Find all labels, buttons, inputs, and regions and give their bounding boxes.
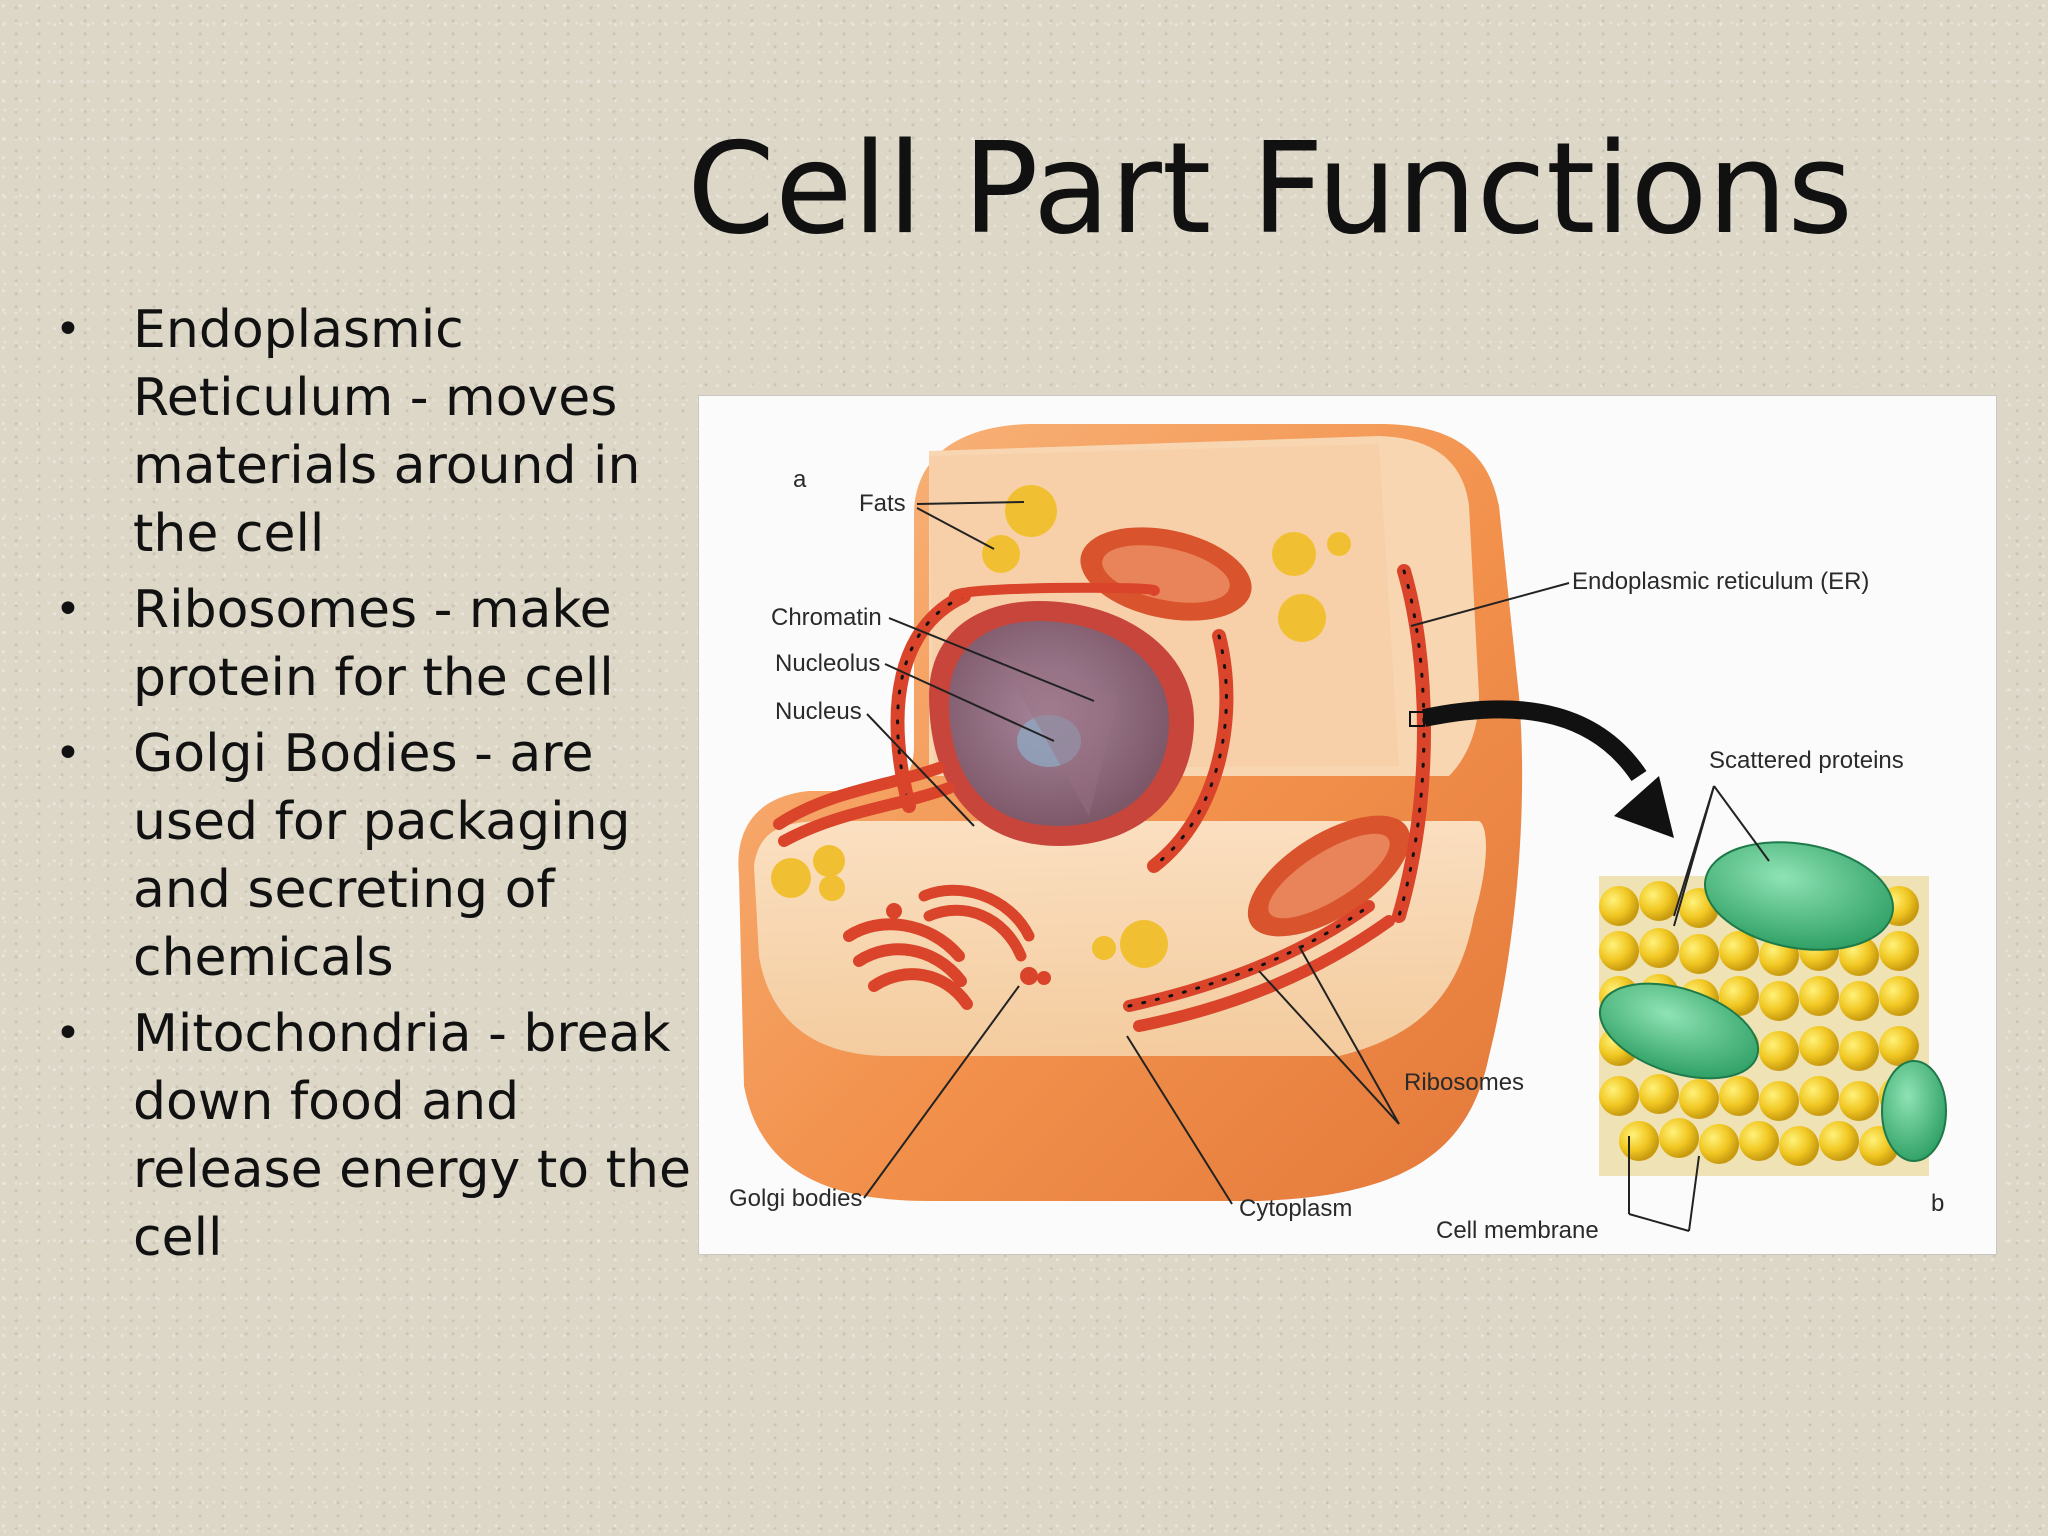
panel-a-label: a (793, 466, 807, 493)
chromatin-label: Chromatin (771, 604, 882, 631)
ribosomes-label: Ribosomes (1404, 1069, 1524, 1096)
cytoplasm-label: Cytoplasm (1239, 1195, 1352, 1222)
fats-label: Fats (859, 490, 906, 517)
cell-diagram: a Fats Chromatin Nucleolus Nucleus Endop… (699, 396, 1996, 1254)
cell-diagram-svg: a Fats Chromatin Nucleolus Nucleus Endop… (729, 424, 1947, 1244)
bullet-item: Golgi Bodies - are used for packaging an… (55, 720, 695, 992)
leader-lines (863, 501, 1770, 1232)
diagram-labels: a Fats Chromatin Nucleolus Nucleus Endop… (729, 466, 1944, 1244)
endoplasmic-reticulum (773, 564, 1431, 1032)
er-label: Endoplasmic reticulum (ER) (1572, 568, 1869, 595)
bullet-item: Ribosomes - make protein for the cell (55, 576, 695, 712)
cell-membrane-block (1598, 841, 1947, 1176)
slide-title: Cell Part Functions (687, 115, 1853, 262)
panel-b-label: b (1931, 1190, 1944, 1217)
scattered-proteins-label: Scattered proteins (1709, 747, 1904, 774)
scattered-proteins (1598, 841, 1947, 1162)
bullet-item: Endoplasmic Reticulum - moves materials … (55, 296, 695, 568)
bullet-item: Mitochondria - break down food and relea… (55, 1000, 695, 1272)
zoom-indicator (1409, 700, 1674, 838)
nucleolus-label: Nucleolus (775, 650, 880, 677)
golgi-bodies (843, 884, 1051, 1010)
nucleus (929, 601, 1194, 846)
cell-membrane-label: Cell membrane (1436, 1217, 1599, 1244)
nucleus-label: Nucleus (775, 698, 862, 725)
fat-droplets (771, 485, 1351, 968)
bullet-list: Endoplasmic Reticulum - moves materials … (55, 296, 695, 1280)
golgi-label: Golgi bodies (729, 1185, 862, 1212)
